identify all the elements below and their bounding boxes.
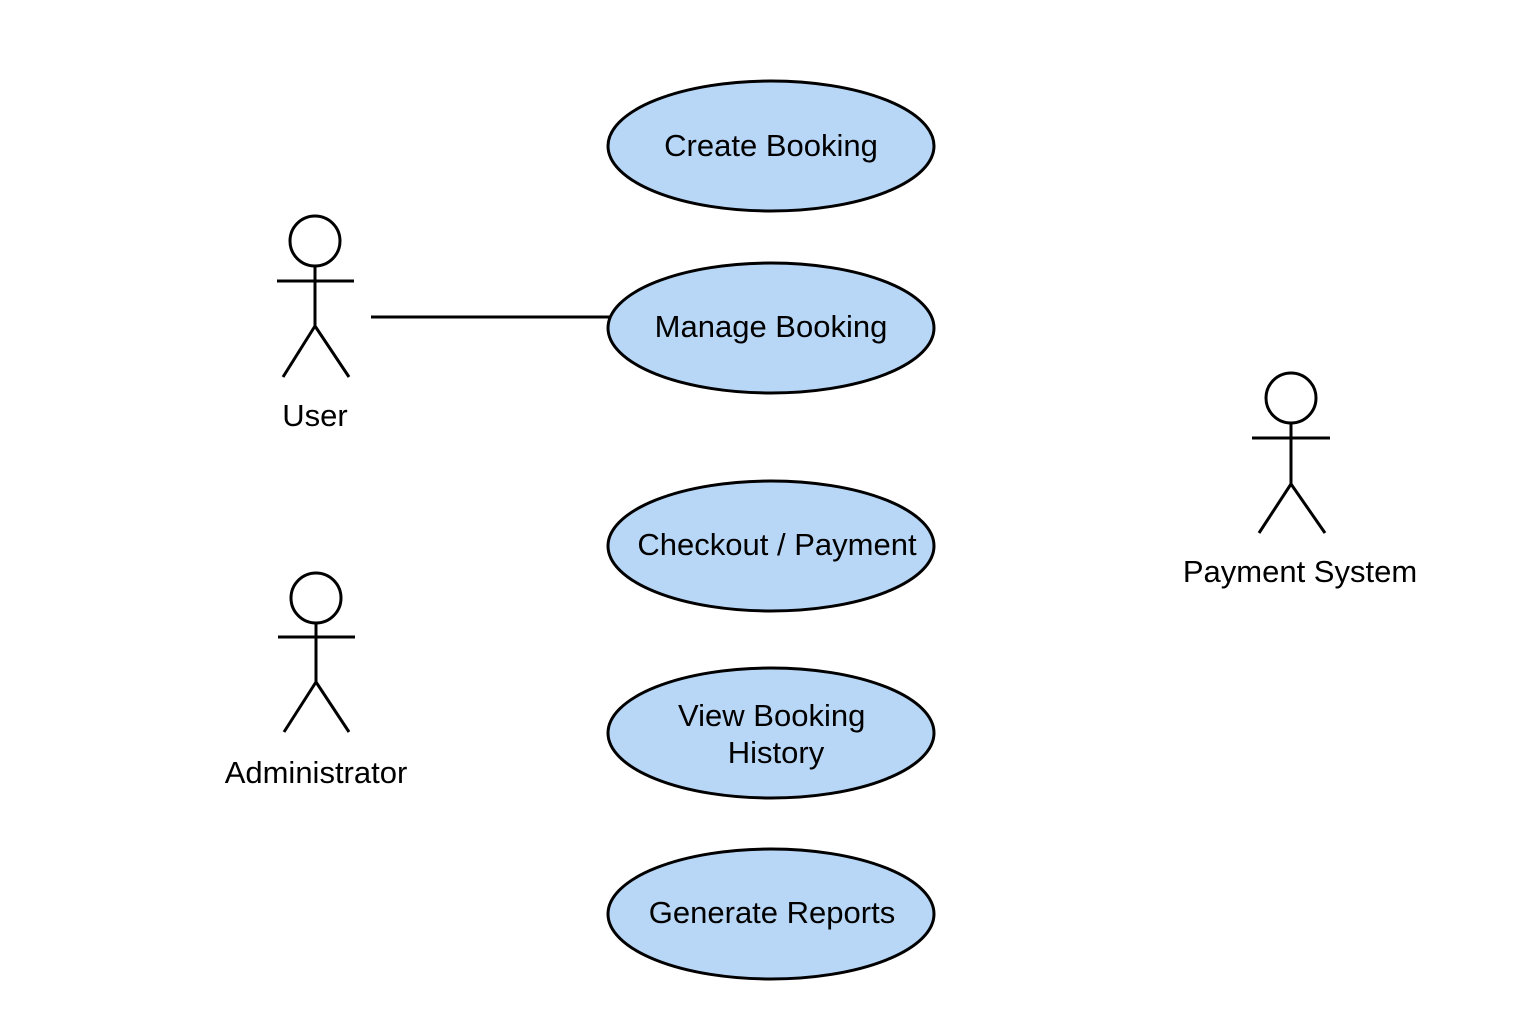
usecase-view-booking-history-ellipse [606,666,936,800]
usecase-generate-reports-ellipse [606,847,936,981]
actor-payment-system[interactable]: Payment System [1183,371,1417,589]
usecase-view-booking-history[interactable]: View Booking History [606,666,936,800]
usecase-manage-booking[interactable]: Manage Booking [606,261,936,395]
usecase-generate-reports[interactable]: Generate Reports [606,847,936,981]
svg-text:Create Booking: Create Booking [664,128,878,163]
actor-payment-system-label: Payment System [1183,554,1417,589]
usecase-checkout-payment[interactable]: Checkout / Payment [606,479,936,613]
actor-administrator[interactable]: Administrator [225,571,408,790]
actor-user-label: User [282,398,347,433]
payment-system-stick-figure-icon [1252,371,1330,534]
usecase-checkout-payment-label: Checkout / Payment [637,527,917,562]
actor-user[interactable]: User [277,214,354,433]
svg-text:Manage Booking: Manage Booking [655,309,888,344]
svg-text:Checkout / Payment: Checkout / Payment [637,527,917,562]
usecase-generate-reports-label: Generate Reports [649,895,895,930]
usecase-view-booking-history-label-line2: History [728,735,825,770]
usecase-manage-booking-label: Manage Booking [655,309,888,344]
usecase-create-booking[interactable]: Create Booking [606,79,936,213]
user-stick-figure-icon [277,214,354,378]
usecase-checkout-payment-ellipse [606,479,936,613]
svg-text:Generate Reports: Generate Reports [649,895,895,930]
usecase-create-booking-ellipse [606,79,936,213]
usecase-view-booking-history-label-line1: View Booking [678,698,865,733]
actor-administrator-label: Administrator [225,755,408,790]
usecase-create-booking-label: Create Booking [664,128,878,163]
svg-text:View Booking History: View Booking History [678,698,874,770]
usecase-manage-booking-ellipse [606,261,936,395]
administrator-stick-figure-icon [278,571,355,733]
